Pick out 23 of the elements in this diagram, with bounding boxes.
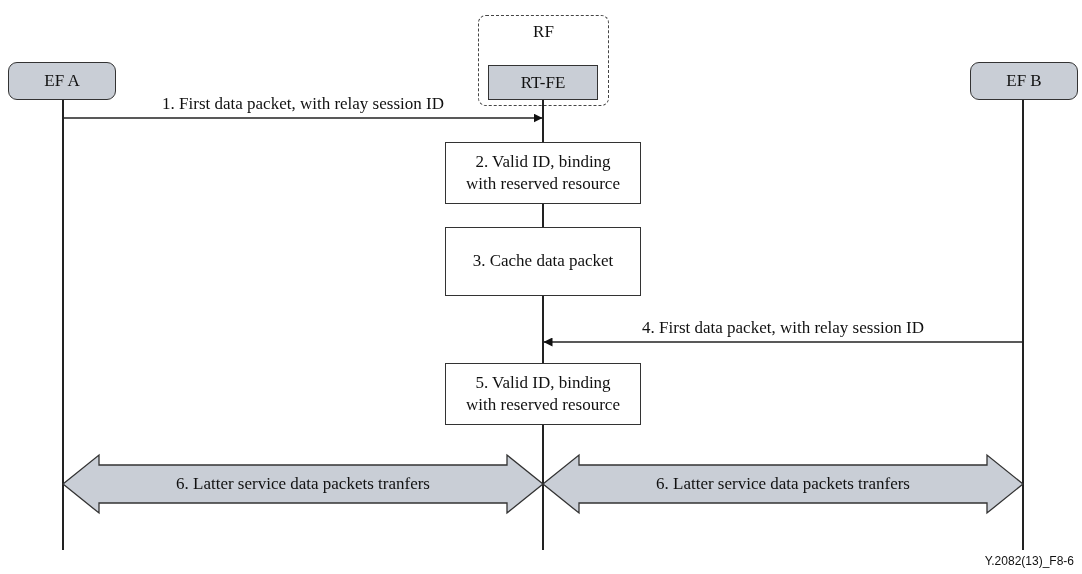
- figure-id: Y.2082(13)_F8-6: [984, 554, 1074, 568]
- process-box: 2. Valid ID, binding with reserved resource: [445, 142, 641, 204]
- block-arrow: [61, 453, 545, 515]
- process-box: 5. Valid ID, binding with reserved resource: [445, 363, 641, 425]
- group-title: RF: [532, 22, 555, 42]
- entity-box: EF B: [970, 62, 1078, 100]
- lifeline: [542, 99, 544, 142]
- edge-label: 6. Latter service data packets tranfers: [655, 474, 911, 494]
- lifeline: [542, 204, 544, 227]
- dashed-group-box: [478, 15, 609, 106]
- message-arrow: [62, 113, 544, 123]
- entity-box: EF A: [8, 62, 116, 100]
- lifeline: [542, 425, 544, 550]
- edge-label: 6. Latter service data packets tranfers: [175, 474, 431, 494]
- edge-label: 1. First data packet, with relay session ID: [160, 94, 446, 114]
- entity-box: RT-FE: [488, 65, 598, 100]
- lifeline: [1022, 100, 1024, 550]
- edge-label: 4. First data packet, with relay session ID: [640, 318, 926, 338]
- message-arrow: [542, 337, 1024, 347]
- process-box: 3. Cache data packet: [445, 227, 641, 296]
- lifeline: [542, 296, 544, 363]
- lifeline: [62, 100, 64, 550]
- block-arrow: [541, 453, 1025, 515]
